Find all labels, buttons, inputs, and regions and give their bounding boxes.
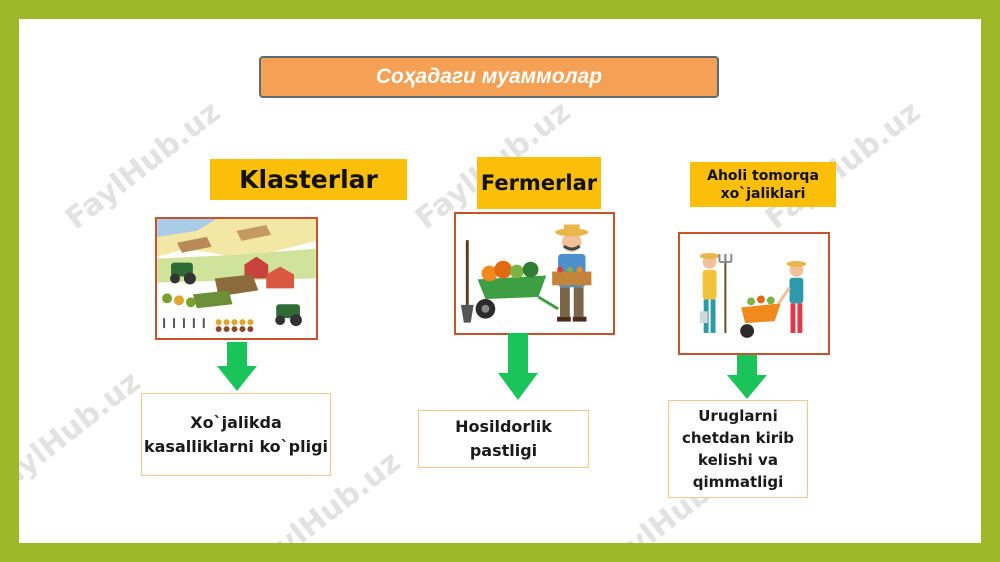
household-gardeners-icon xyxy=(680,234,828,353)
header-klasterlar: Klasterlar xyxy=(210,159,407,200)
farmer-wheelbarrow-icon xyxy=(456,214,613,333)
farm-cluster-icon xyxy=(157,219,316,338)
problem-box-1: Xo`jalikda kasalliklarni ko`pligi xyxy=(141,393,331,476)
household-gardeners-illustration xyxy=(678,232,830,355)
arrow-down-icon xyxy=(727,355,767,399)
header-fermerlar: Fermerlar xyxy=(477,157,601,209)
slide: FaylHub.uz FaylHub.uz FaylHub.uz FaylHub… xyxy=(19,19,981,543)
farmer-wheelbarrow-illustration xyxy=(454,212,615,335)
header-aholi-tomorqa: Aholi tomorqa xo`jaliklari xyxy=(690,162,836,207)
problem-box-3: Uruglarni chetdan kirib kelishi va qimma… xyxy=(668,400,808,498)
watermark: FaylHub.uz xyxy=(59,94,228,237)
problem-box-2: Hosildorlik pastligi xyxy=(418,410,589,468)
farm-cluster-illustration xyxy=(155,217,318,340)
arrow-down-icon xyxy=(498,333,538,400)
title-banner: Соҳадаги муаммолар xyxy=(259,56,719,98)
page-title: Соҳадаги муаммолар xyxy=(375,65,603,88)
watermark: FaylHub.uz xyxy=(19,364,148,507)
arrow-down-icon xyxy=(217,342,257,391)
